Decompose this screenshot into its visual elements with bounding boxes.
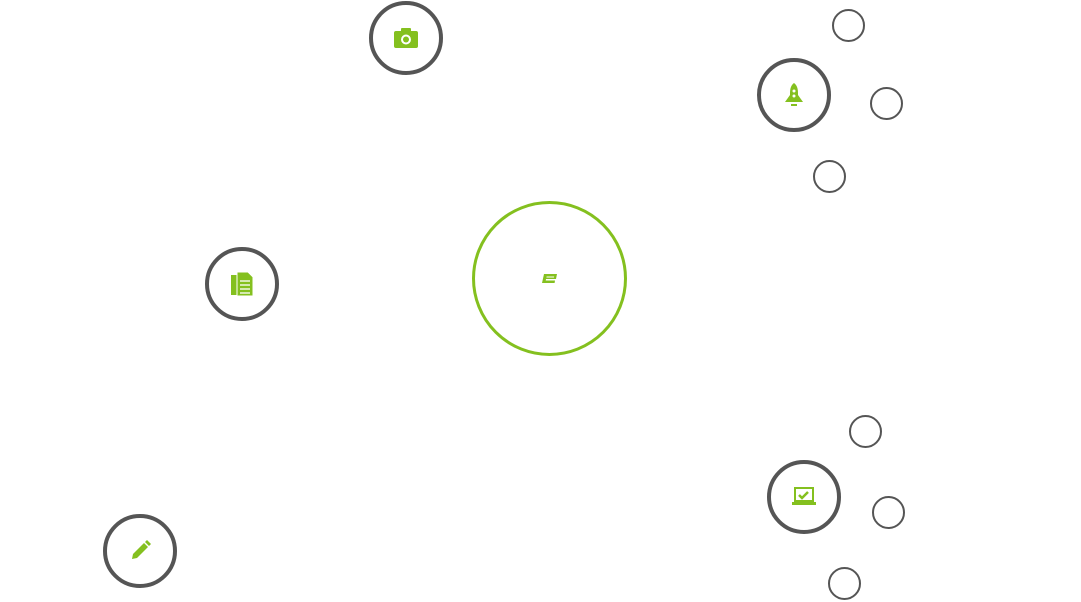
document-icon: [230, 271, 254, 297]
brand-logo-icon: [541, 273, 559, 284]
document-node[interactable]: [205, 247, 279, 321]
satellite-node[interactable]: [813, 160, 846, 193]
satellite-node[interactable]: [828, 567, 861, 600]
center-hub[interactable]: [472, 201, 627, 356]
laptop-node[interactable]: [767, 460, 841, 534]
laptop-check-icon: [792, 487, 816, 507]
satellite-node[interactable]: [872, 496, 905, 529]
camera-node[interactable]: [369, 1, 443, 75]
satellite-node[interactable]: [832, 9, 865, 42]
camera-icon: [393, 27, 419, 49]
satellite-node[interactable]: [849, 415, 882, 448]
pencil-icon: [128, 539, 152, 563]
rocket-node[interactable]: [757, 58, 831, 132]
rocket-icon: [783, 83, 805, 107]
satellite-node[interactable]: [870, 87, 903, 120]
pencil-node[interactable]: [103, 514, 177, 588]
